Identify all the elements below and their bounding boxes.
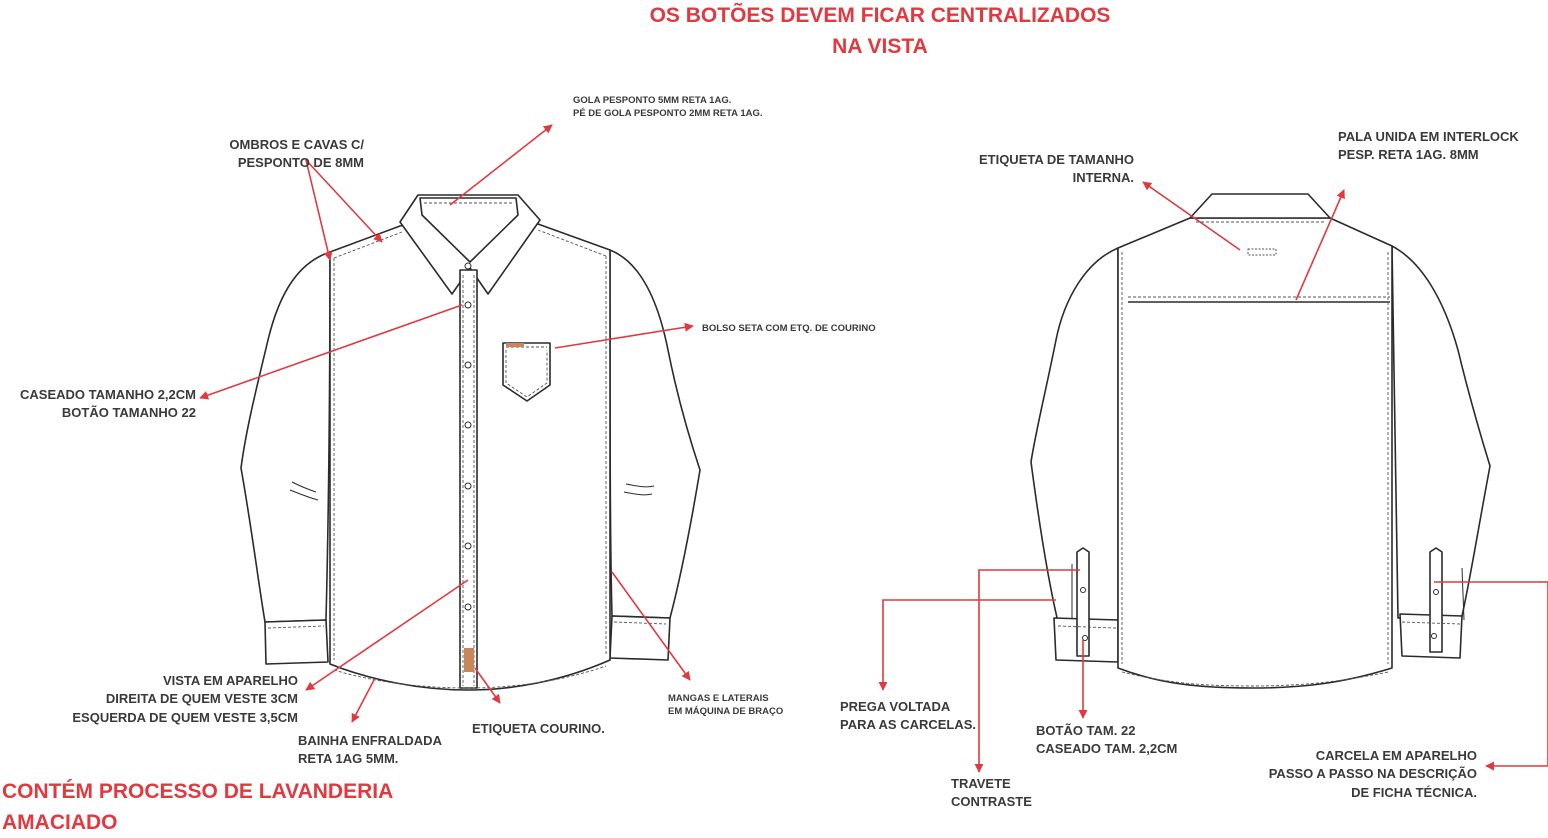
label-ombros: OMBROS E CAVAS C/ PESPONTO DE 8MM — [229, 137, 364, 171]
front-pocket — [502, 342, 551, 402]
leader-mangas — [611, 571, 691, 681]
front-courino-label — [464, 648, 474, 672]
leader-arrows — [199, 124, 1548, 773]
page-title: OS BOTÕES DEVEM FICAR CENTRALIZADOS NA V… — [649, 4, 1111, 58]
label-bolso: BOLSO SETA COM ETQ. DE COURINO — [702, 323, 876, 334]
label-caseado: CASEADO TAMANHO 2,2CM BOTÃO TAMANHO 22 — [20, 387, 196, 421]
leader-pala — [1295, 189, 1345, 301]
leader-bainha — [351, 679, 375, 723]
label-pala: PALA UNIDA EM INTERLOCK PESP. RETA 1AG. … — [1338, 129, 1519, 163]
leader-caseado — [199, 304, 463, 400]
leader-carcela — [1434, 581, 1548, 771]
back-left-carcela — [1076, 547, 1090, 657]
leader-ombros-2 — [305, 159, 383, 243]
leader-ombros-1 — [305, 159, 333, 261]
front-buttons — [464, 262, 472, 611]
back-buttons — [1080, 587, 1439, 641]
leader-vista — [305, 579, 469, 691]
leader-bolso — [554, 322, 694, 349]
back-right-sleeve — [1391, 245, 1491, 619]
leader-etiqueta — [474, 667, 501, 704]
leader-prega — [878, 599, 1056, 691]
pocket-courino-tag — [506, 343, 524, 347]
label-bainha: BAINHA ENFRALDADA RETA 1AG 5MM. — [298, 733, 442, 767]
label-vista: VISTA EM APARELHO DIREITA DE QUEM VESTE … — [72, 673, 298, 725]
size-label — [1247, 248, 1277, 256]
back-body — [1117, 217, 1393, 689]
front-left-cuff — [264, 619, 329, 665]
back-left-sleeve — [1030, 247, 1119, 623]
leader-etiqueta-tamanho — [1142, 181, 1241, 251]
label-botao: BOTÃO TAM. 22 CASEADO TAM. 2,2CM — [1036, 723, 1178, 757]
label-etiqueta-courino: ETIQUETA COURINO. — [472, 721, 605, 736]
label-etiqueta-tamanho: ETIQUETA DE TAMANHO INTERNA. — [978, 152, 1134, 186]
label-travete: TRAVETE CONTRASTE — [951, 776, 1032, 810]
label-prega: PREGA VOLTADA PARA AS CARCELAS. — [840, 699, 977, 733]
leader-travete — [974, 569, 1080, 773]
label-mangas: MANGAS E LATERAIS EM MÁQUINA DE BRAÇO — [668, 693, 784, 718]
front-right-sleeve — [609, 249, 701, 619]
back-collar — [1189, 193, 1331, 219]
label-carcela: CARCELA EM APARELHO PASSO A PASSO NA DES… — [1268, 748, 1477, 800]
back-right-carcela — [1429, 547, 1443, 653]
front-shirt-drawing — [240, 194, 701, 691]
footer-note: CONTÉM PROCESSO DE LAVANDERIA AMACIADO — [2, 780, 394, 834]
leader-gola — [449, 124, 553, 206]
label-gola: GOLA PESPONTO 5MM RETA 1AG. PÉ DE GOLA P… — [573, 95, 763, 120]
front-left-sleeve — [240, 251, 331, 623]
back-shirt-drawing — [1030, 193, 1491, 689]
